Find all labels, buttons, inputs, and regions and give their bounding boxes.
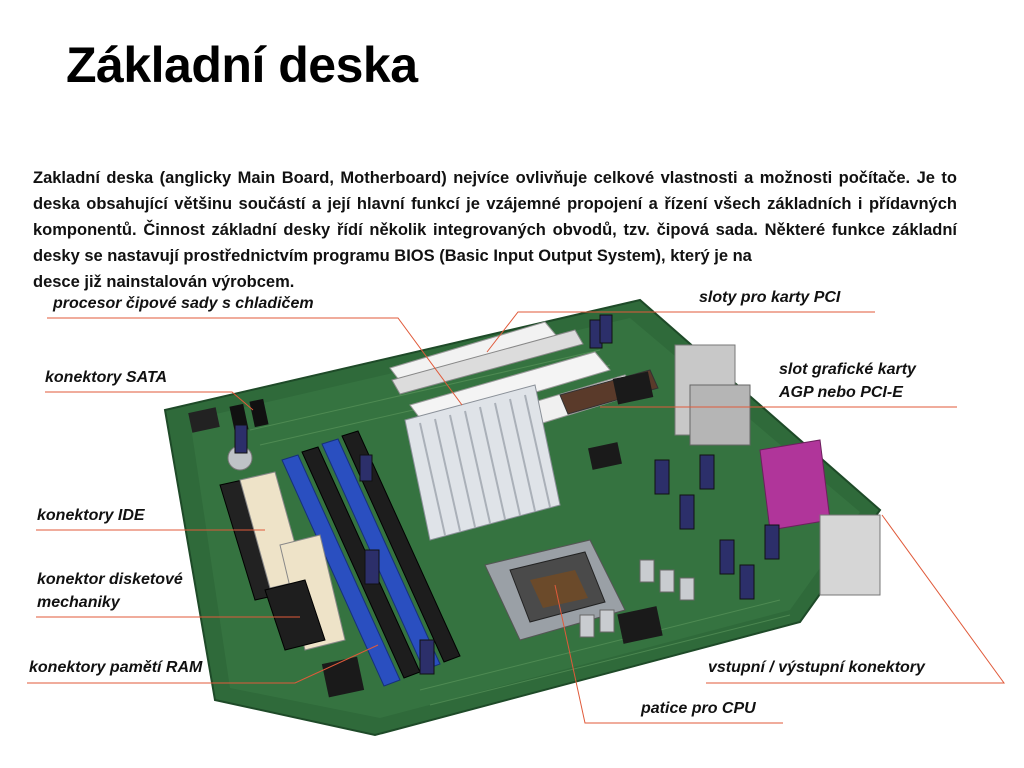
label-agp-line1: slot grafické karty xyxy=(779,361,916,378)
leader-ram xyxy=(27,644,379,684)
leader-cpu xyxy=(554,584,783,724)
ram-slots xyxy=(281,430,461,687)
intro-last-line: desce již nainstalován výrobcem. xyxy=(33,273,295,291)
label-pci: sloty pro karty PCI xyxy=(699,289,841,306)
io-panel xyxy=(674,344,881,596)
intro-paragraph: Zakladní deska (anglicky Main Board, Mot… xyxy=(33,165,957,295)
label-ram: konektory pamětí RAM xyxy=(29,659,203,676)
leader-sata xyxy=(45,391,254,411)
label-agp-line2: AGP nebo PCI-E xyxy=(779,384,903,401)
label-io: vstupní / výstupní konektory xyxy=(708,659,925,676)
label-chipset-cooler: procesor čipové sady s chladičem xyxy=(53,295,314,312)
capacitors xyxy=(234,314,780,675)
label-ide: konektory IDE xyxy=(37,507,145,524)
label-floppy-line2: mechaniky xyxy=(37,594,120,611)
leader-chipset xyxy=(47,317,463,406)
ide-connectors xyxy=(219,471,346,651)
leader-io xyxy=(706,514,1005,684)
page-title: Základní deska xyxy=(66,37,418,93)
leader-pci xyxy=(486,311,875,353)
label-cpu-socket: patice pro CPU xyxy=(641,700,756,717)
chipset-heatsink xyxy=(404,384,561,541)
intro-text: Zakladní deska (anglicky Main Board, Mot… xyxy=(33,169,957,265)
label-floppy-line1: konektor disketové xyxy=(37,571,183,588)
label-sata: konektory SATA xyxy=(45,369,168,386)
floppy-connector xyxy=(264,579,326,651)
